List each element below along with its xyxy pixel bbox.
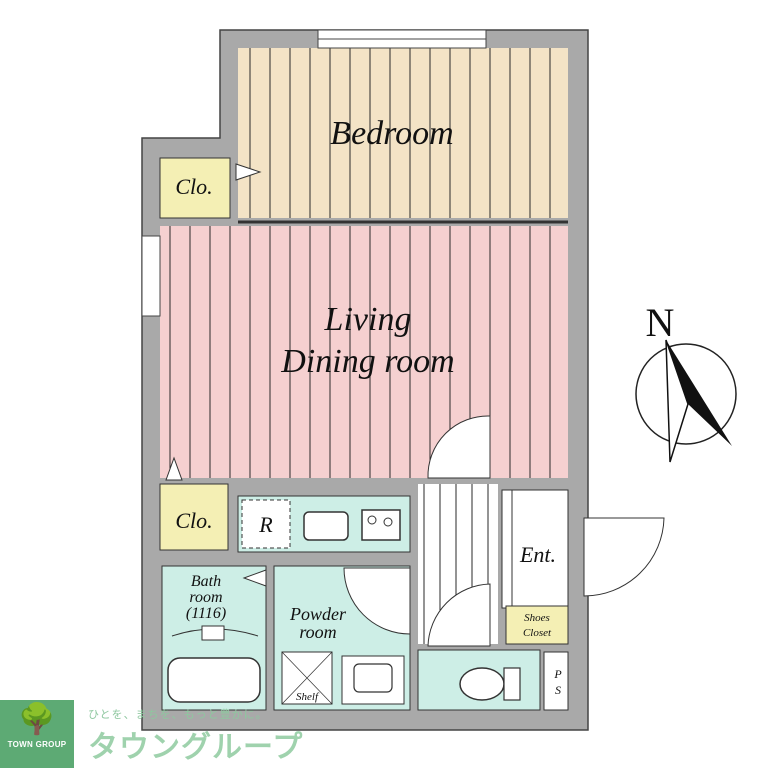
brand-katakana: タウングループ xyxy=(88,730,304,765)
entrance-area xyxy=(501,489,569,609)
bath-label-line1: Bath xyxy=(191,573,221,590)
compass-ring xyxy=(635,343,737,445)
sink xyxy=(303,511,349,541)
window-left xyxy=(141,235,161,317)
closet-top xyxy=(159,157,231,219)
fridge-label: R xyxy=(258,512,273,537)
closet-bottom-label: Clo. xyxy=(175,508,212,533)
door-powder xyxy=(343,567,411,635)
fridge-space xyxy=(241,499,291,549)
entrance-door xyxy=(583,517,665,597)
living-label-line2: Dining room xyxy=(280,343,454,380)
entrance-label: Ent. xyxy=(519,542,556,567)
pipe-space xyxy=(543,651,569,711)
town-group-logo: 🌳 TOWN GROUP xyxy=(0,700,74,768)
bedroom-label: Bedroom xyxy=(330,115,453,152)
logo-brand-name: TOWN GROUP xyxy=(7,740,67,749)
compass-north-label: N xyxy=(646,300,675,345)
compass: N xyxy=(635,300,737,463)
closet-bottom xyxy=(159,483,229,551)
bath-label-line3: (1116) xyxy=(186,605,226,622)
door-toilet xyxy=(427,583,491,647)
stove xyxy=(361,509,401,541)
bath-label-line2: room xyxy=(189,589,222,606)
toilet-bowl xyxy=(459,667,505,701)
closet-top-label: Clo. xyxy=(175,174,212,199)
ps-label-line1: P xyxy=(553,667,562,681)
powder-label-line1: Powder xyxy=(289,604,347,624)
tree-icon: 🌳 xyxy=(18,702,56,737)
door-living xyxy=(427,415,491,479)
shoes-closet-label-line1: Shoes xyxy=(524,612,550,624)
ps-label-line2: S xyxy=(555,683,561,697)
bathtub xyxy=(167,657,261,703)
living-label-line1: Living xyxy=(324,301,412,338)
bedroom-area xyxy=(238,48,568,218)
shoes-closet xyxy=(505,605,569,645)
shelf-label: Shelf xyxy=(296,691,320,703)
compass-needle-icon xyxy=(666,340,732,446)
living-dining-area xyxy=(160,226,568,478)
brand-tagline: ひとを、まちを、もっと豊かに。 xyxy=(88,708,268,721)
shoes-closet-label-line2: Closet xyxy=(523,627,552,639)
powder-label-line2: room xyxy=(299,622,336,642)
